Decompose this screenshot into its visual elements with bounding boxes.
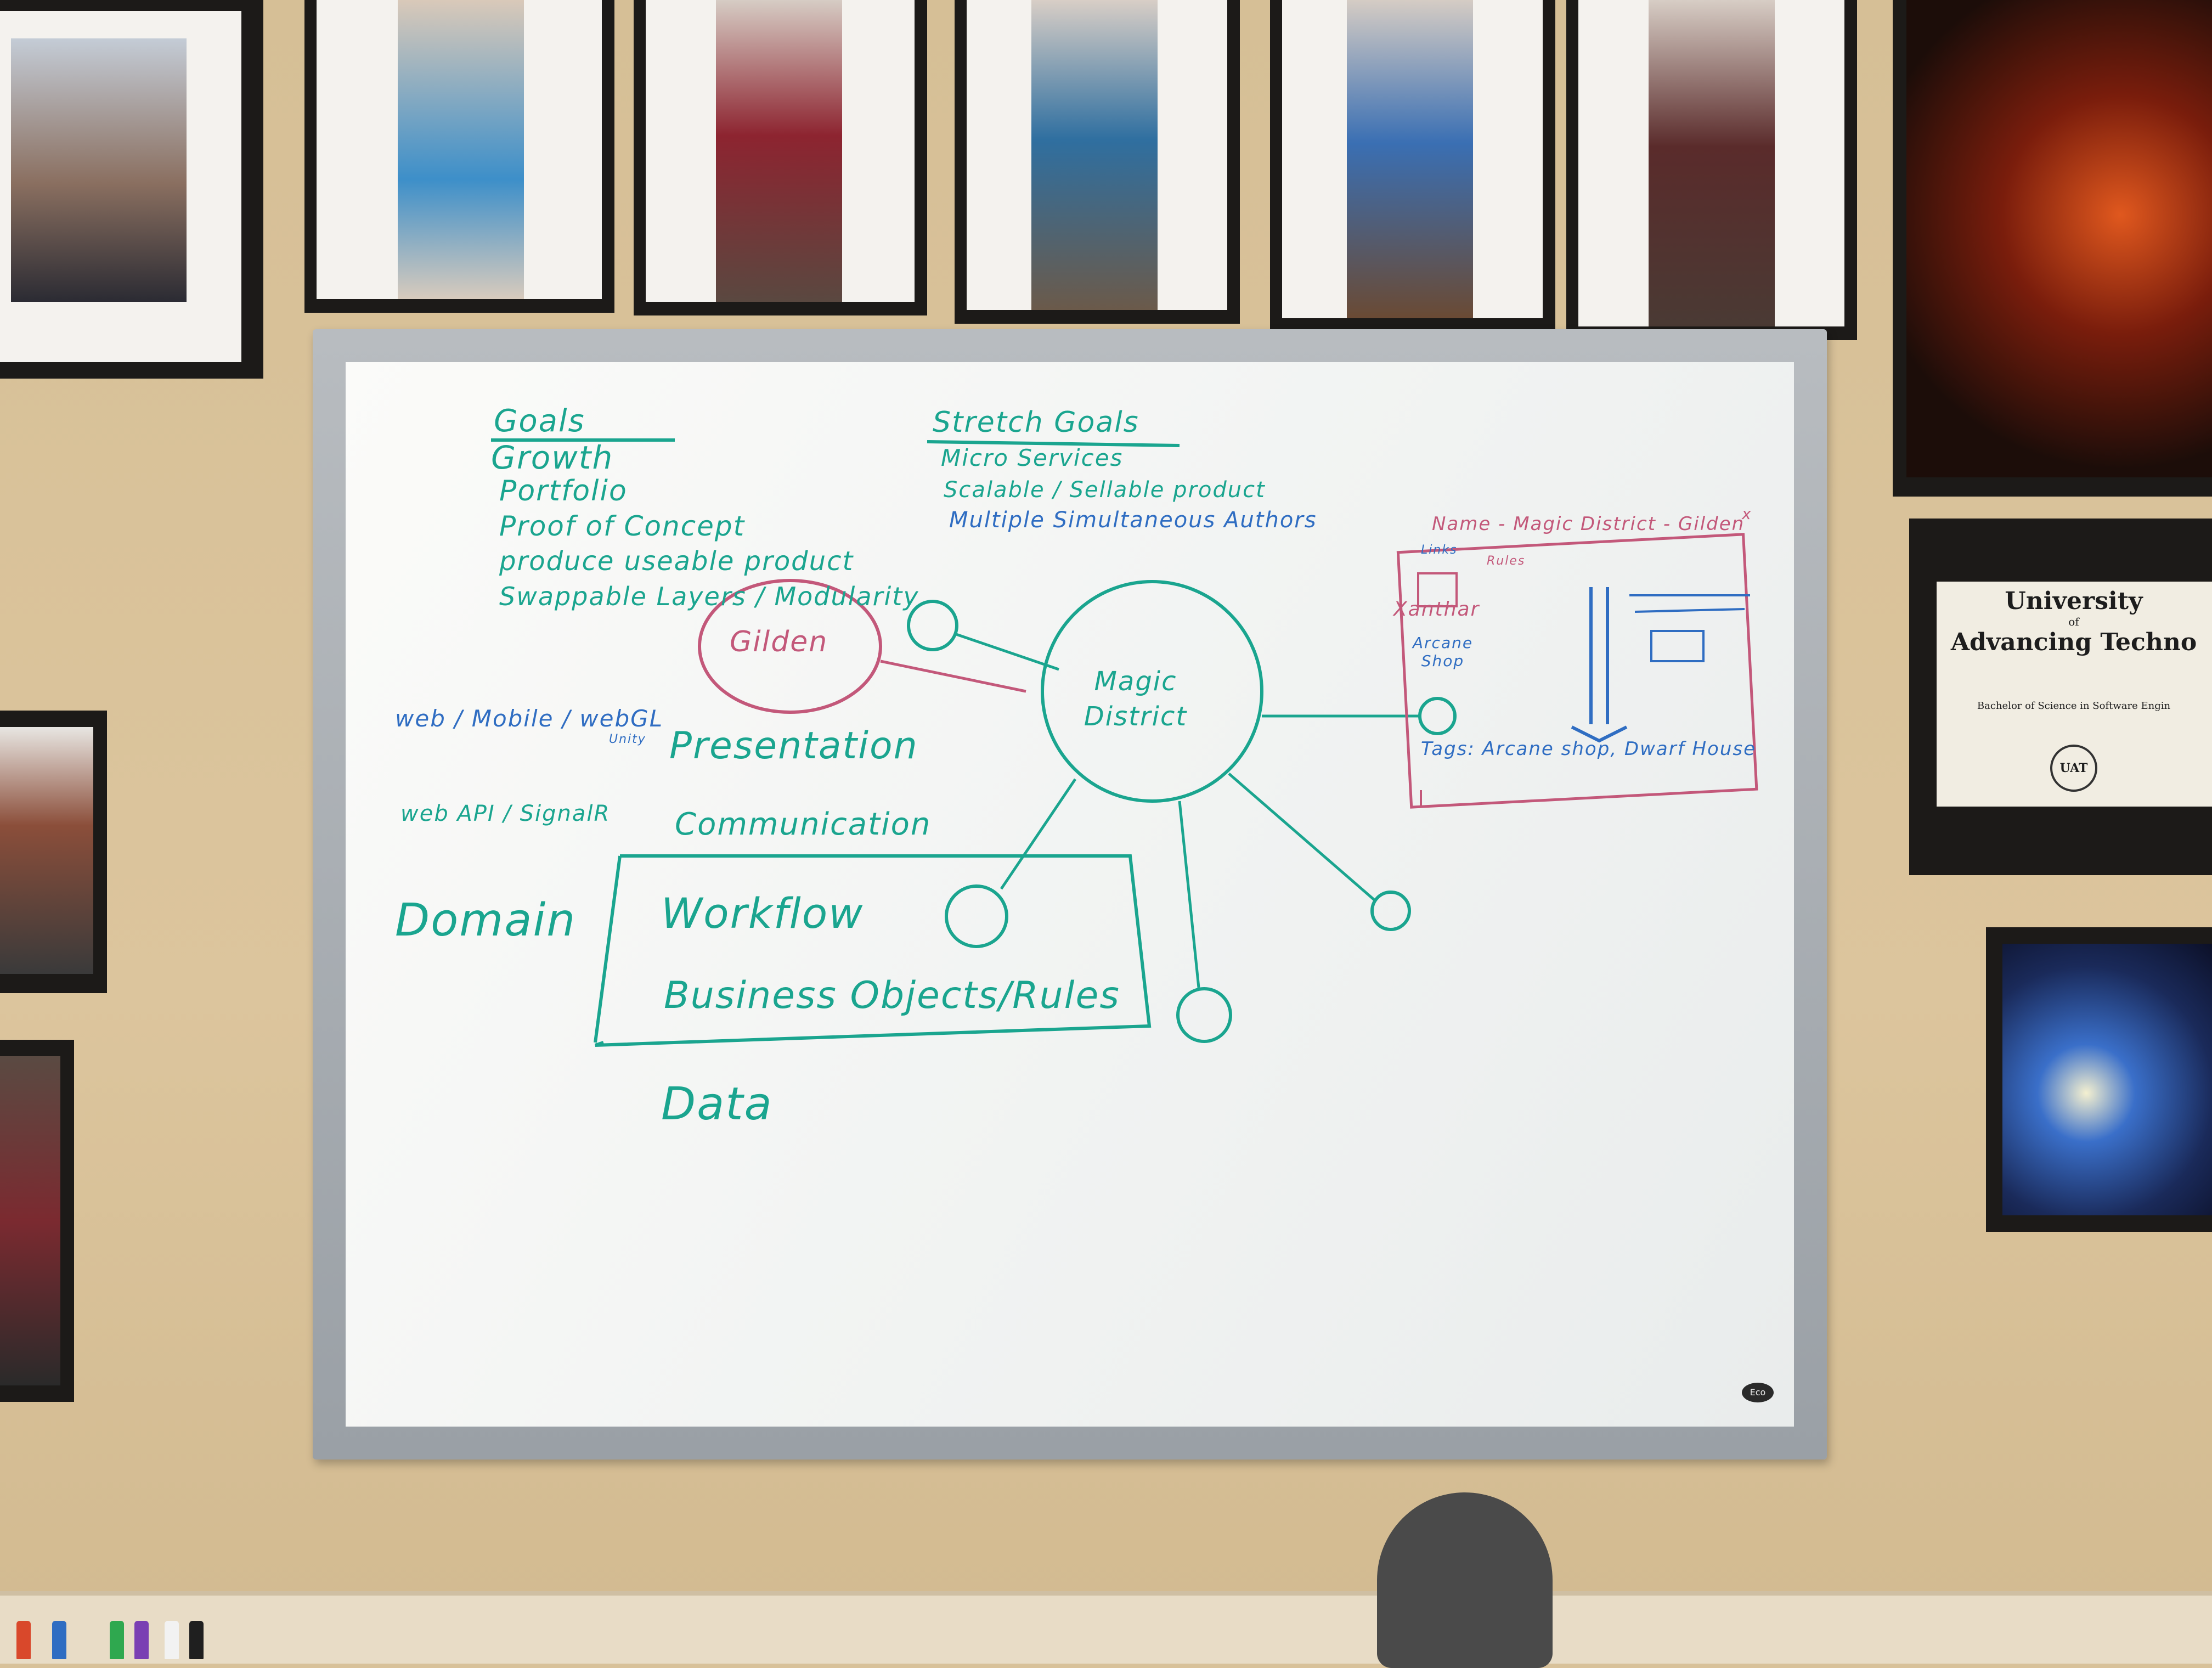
diploma-university: University (2005, 587, 2143, 615)
diploma-degree: Bachelor of Science in Software Engin (1977, 700, 2171, 712)
diploma-school: Advancing Techno (1950, 628, 2197, 656)
arcane-shop-label: Arcane Shop (1412, 634, 1474, 670)
whiteboard: Goals Growth Portfolio Proof of Concept … (313, 329, 1827, 1460)
stretch-goal-item: Scalable / Sellable product (944, 477, 1266, 503)
presentation-layer: Presentation (669, 724, 918, 768)
marker (134, 1621, 149, 1659)
marker (52, 1621, 66, 1659)
marker (189, 1621, 204, 1659)
goal-item: Proof of Concept (499, 510, 746, 542)
poster-frame-right (1893, 0, 2212, 497)
diploma-seal: UAT (2050, 745, 2097, 792)
xanthar-label: Xanthar (1393, 598, 1480, 621)
diploma-frame: University of Advancing Techno Bachelor … (1909, 519, 2212, 875)
poster-frame-bottom-right (1986, 927, 2212, 1232)
picture-frame-3 (955, 0, 1240, 324)
whiteboard-surface: Goals Growth Portfolio Proof of Concept … (346, 362, 1794, 1427)
goal-item: Growth (491, 439, 614, 476)
unity-label: Unity (609, 732, 646, 746)
marker (16, 1621, 31, 1659)
communication-layer: Communication (675, 807, 932, 842)
board-logo: Eco (1742, 1383, 1774, 1402)
data-label: Data (661, 1078, 773, 1130)
goal-item: produce useable product (499, 546, 854, 577)
stretch-goals-heading: Stretch Goals (933, 406, 1139, 439)
picture-frame-5 (1566, 0, 1857, 340)
whiteboard-drawings (491, 438, 1758, 1047)
mockup-title: Name - Magic District - Gilden (1432, 513, 1745, 535)
picture-frame-4 (1270, 0, 1555, 332)
domain-label: Domain (395, 894, 577, 946)
goals-heading: Goals (494, 403, 585, 439)
marker (165, 1621, 179, 1659)
gilden-label: Gilden (730, 626, 828, 658)
picture-frame-left-middle (0, 711, 107, 993)
wainscot-trim (0, 1591, 2212, 1664)
business-objects-label: Business Objects/Rules (664, 974, 1120, 1017)
office-chair (1377, 1492, 1553, 1668)
communication-platforms: web API / SignalR (400, 801, 611, 826)
goal-item: Portfolio (499, 475, 628, 508)
stretch-goal-item: Micro Services (941, 444, 1124, 471)
mockup-close: x (1742, 505, 1752, 523)
marker (110, 1621, 124, 1659)
picture-frame-2 (634, 0, 927, 315)
mockup-links: Links (1421, 543, 1458, 557)
mockup-tags: Tags: Arcane shop, Dwarf House (1421, 738, 1757, 760)
picture-frame-left-bottom (0, 1040, 74, 1402)
mockup-rules: Rules (1487, 554, 1526, 568)
goal-item: Swappable Layers / Modularity (499, 582, 919, 611)
marker-tray (0, 1613, 230, 1659)
diploma-of: of (2068, 615, 2079, 628)
stretch-goal-item: Multiple Simultaneous Authors (949, 508, 1317, 533)
picture-frame-left-top (0, 0, 263, 379)
presentation-platforms: web / Mobile / webGL (395, 705, 664, 732)
magic-district-label: Magic District (1084, 666, 1188, 732)
picture-frame-1 (304, 0, 614, 313)
workflow-label: Workflow (661, 889, 864, 938)
